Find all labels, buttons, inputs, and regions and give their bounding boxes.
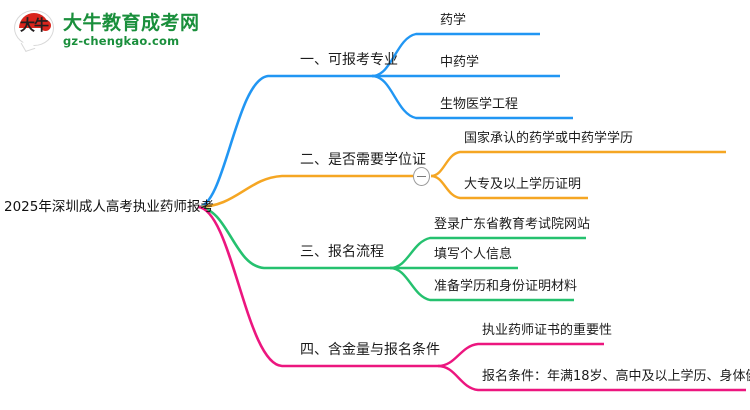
leaf-node-2-1[interactable]: 国家承认的药学或中药学学历 [464, 131, 634, 146]
leaf-node-1-3[interactable]: 生物医学工程 [440, 97, 519, 112]
leaf-node-3-3[interactable]: 准备学历和身份证明材料 [434, 279, 578, 294]
minus-icon [417, 175, 426, 178]
branch-node-1[interactable]: 一、可报考专业 [300, 52, 398, 68]
leaf-node-4-2[interactable]: 报名条件：年满18岁、高中及以上学历、身体健康 [482, 369, 750, 384]
wire-branch-4-child-1 [437, 342, 604, 368]
branch-node-2[interactable]: 二、是否需要学位证 [300, 152, 426, 168]
mindmap-root-node[interactable]: 2025年深圳成人高考执业药师报考 [4, 199, 214, 215]
logo-text-block: 大牛教育成考网 gz-chengkao.com [63, 12, 200, 48]
leaf-node-3-1[interactable]: 登录广东省教育考试院网站 [434, 217, 591, 232]
wire-branch-2-child-1 [430, 150, 726, 178]
leaf-node-3-2[interactable]: 填写个人信息 [434, 247, 513, 262]
leaf-node-1-1[interactable]: 药学 [440, 13, 467, 28]
wire-root-to-branch-1 [197, 74, 296, 209]
collapse-toggle-branch-2[interactable] [413, 167, 430, 186]
logo-mark-text: 大牛 [19, 16, 49, 34]
site-url: gz-chengkao.com [63, 34, 180, 48]
leaf-node-4-1[interactable]: 执业药师证书的重要性 [482, 323, 613, 338]
red-dot-shape [40, 20, 51, 31]
leaf-node-2-2[interactable]: 大专及以上学历证明 [464, 177, 582, 192]
wire-root-to-branch-3 [197, 205, 296, 270]
branch-node-4[interactable]: 四、含金量与报名条件 [300, 342, 440, 358]
site-logo[interactable]: 大牛 大牛教育成考网 gz-chengkao.com [12, 8, 200, 52]
logo-mark-icon: 大牛 [12, 8, 56, 52]
branch-node-3[interactable]: 三、报名流程 [300, 244, 384, 260]
wire-root-to-branch-4 [197, 205, 296, 368]
leaf-node-1-2[interactable]: 中药学 [440, 55, 480, 70]
site-name: 大牛教育成考网 [63, 12, 200, 34]
